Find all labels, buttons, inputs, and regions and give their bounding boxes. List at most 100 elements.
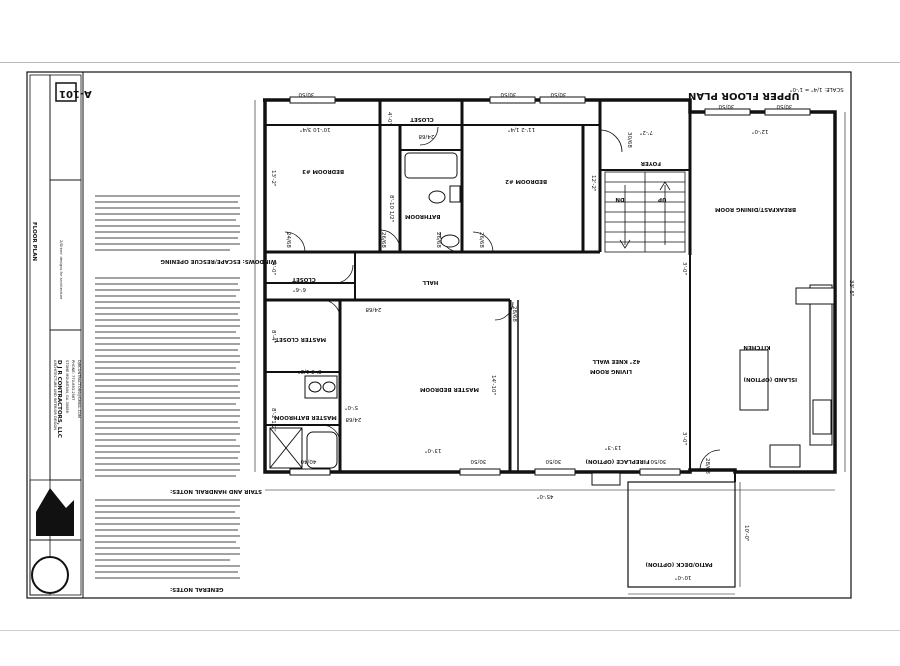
dim-living-gap: 3'-0" [681,432,687,445]
patio-deck [627,481,736,588]
callout-door-master-bath: 24/68 [345,416,361,422]
general-notes-header: GENERAL NOTES: [170,586,224,592]
room-living: LIVING ROOM [590,368,632,374]
dim-living-width: 13'-3" [605,444,622,450]
company-email: DJRCONTRACTORS@GMAIL.COM [77,360,81,418]
window-bed3 [289,96,336,104]
fridge [812,399,832,435]
callout-window-bed3: 30/50 [298,91,314,97]
dim-bed3-width: 10'-10 3/4" [300,126,331,132]
plan-title: UPPER FLOOR PLAN [688,90,800,101]
dim-hall-height: 4'-0" [270,262,276,275]
dim-patio-height: 10'-0" [743,525,749,542]
sheet-subtitle: FLOOR PLAN [31,222,37,261]
seal-circle [31,556,69,594]
stairs [604,171,686,253]
callout-window-living2: 30/50 [650,458,666,464]
fixtures [269,152,835,486]
room-fireplace: FIREPLACE (OPTION) [585,458,650,464]
company-discipline: ARCHITECTURE AND INTERIOR DESIGN [53,360,57,430]
windows [289,96,811,476]
sink-upper [440,234,460,248]
callout-door-closet: 24/68 [418,133,434,139]
callout-window-mbath: 40/40 [300,458,316,464]
room-bedroom3: BEDROOM #3 [302,168,344,174]
callout-window-kitchen2: 30/50 [776,103,792,109]
stair-notes-header: STAIR AND HANDRAIL NOTES: [170,488,262,494]
callout-door-patio: 28/68 [704,458,710,474]
tub-upper [404,152,458,179]
room-breakfast: BREAKFAST/DINING ROOM [715,206,796,212]
dim-bed2-height: 12'-2" [590,175,596,192]
room-foyer: FOYER [640,160,661,166]
room-hall: HALL [422,279,438,285]
callout-door-master-bedroom: 28/68 [511,306,517,322]
window-kitchen2 [764,108,811,116]
room-master-bath: MASTER BATHROOM [274,414,337,420]
callout-window-bed2a: 30/50 [500,91,516,97]
dim-master-closet-width: 8'-3 1/2" [298,368,322,374]
dim-bath-height: 8'-10 1/2" [388,195,394,222]
plan-scale: SCALE: 1/4" = 1'-0" [790,86,844,92]
tub-master [306,431,338,469]
window-living1 [534,468,576,476]
window-bed2b [539,96,586,104]
window-bed2a [489,96,536,104]
callout-door-bath: 26/68 [435,232,441,248]
dim-master-bath-width: 5'-0" [345,404,358,410]
callout-door-bed3: 26/68 [380,232,386,248]
company-address: STONE MOUNTAIN, GA 30088 [65,360,69,414]
walls [263,98,837,482]
sheet-number: A-101 [59,88,92,99]
dim-master-bedroom-width: 13'-0" [425,447,442,453]
scan-bottom-edge [0,630,900,631]
room-kitchen: KITCHEN [743,344,770,350]
window-kitchen [704,108,751,116]
dim-patio-width: 10'-0" [675,574,692,580]
callout-door-master-closet: 24/68 [365,306,381,312]
company-name: D J R CONTRACTORS, LLC [56,360,62,438]
room-patio: PATIO/DECK (OPTION) [645,561,713,567]
knee-wall-label: 42" KNEE WALL [592,358,640,364]
sink-kitchen [795,287,835,305]
window-living2 [639,468,681,476]
room-closet-top: CLOSET [410,116,434,122]
logo-mark [36,488,74,536]
callout-door-hallcloset: 24/68 [285,232,291,248]
callout-door-bed2: 26/68 [478,232,484,248]
company-phone: PHONE: 770-883-2587 [71,360,75,400]
stair-up-label: UP [658,196,667,202]
notes-column: GENERAL NOTES: STAIR AND HANDRAIL NOTES:… [95,195,277,592]
dim-bed3-height: 13'-2" [270,170,276,187]
room-master-bedroom: MASTER BEDROOM [420,386,479,392]
dim-master-bath-height: 8'-2 1/2" [270,408,276,432]
window-mbed [459,468,501,476]
dim-foyer-width: 7'-2" [640,129,653,135]
kitchen-island [739,349,769,411]
dim-closet-top-height: 4'-0" [386,112,392,125]
callout-window-mbed: 30/50 [470,458,486,464]
room-island: ISLAND (OPTION) [743,376,797,382]
dim-kitchen-width: 12'-0" [752,128,769,134]
callout-window-kitchen: 30/50 [718,103,734,109]
company-tagline: 2/Green' designs for architecture [59,240,63,300]
range [769,444,801,468]
dim-closet-mid-width: 6'-6" [293,286,306,292]
dim-hall-gap: 3'-0" [681,262,687,275]
callout-door-foyer: 30/68 [626,132,632,148]
scan-top-edge [0,62,900,63]
door-swings [284,126,721,471]
title-block: A-101 FLOOR PLAN D J R CONTRACTORS, LLC … [29,74,92,596]
toilet-tank-upper [449,185,461,203]
window-notes-header: WINDOWS: ESCAPE/RESCUE OPENING [160,258,277,264]
dim-overall-height: 33'-5" [848,280,854,297]
stair-down-label: DN [615,196,625,202]
room-bedroom2: BEDROOM #2 [505,178,547,184]
dim-master-bedroom-height: 14'-10" [490,375,496,395]
dim-master-closet-height: 8'-4" [270,330,276,343]
dim-bed2-width: 11'-2 1/4" [508,126,535,132]
callout-window-living1: 30/50 [545,458,561,464]
callout-window-bed2b: 30/50 [550,91,566,97]
